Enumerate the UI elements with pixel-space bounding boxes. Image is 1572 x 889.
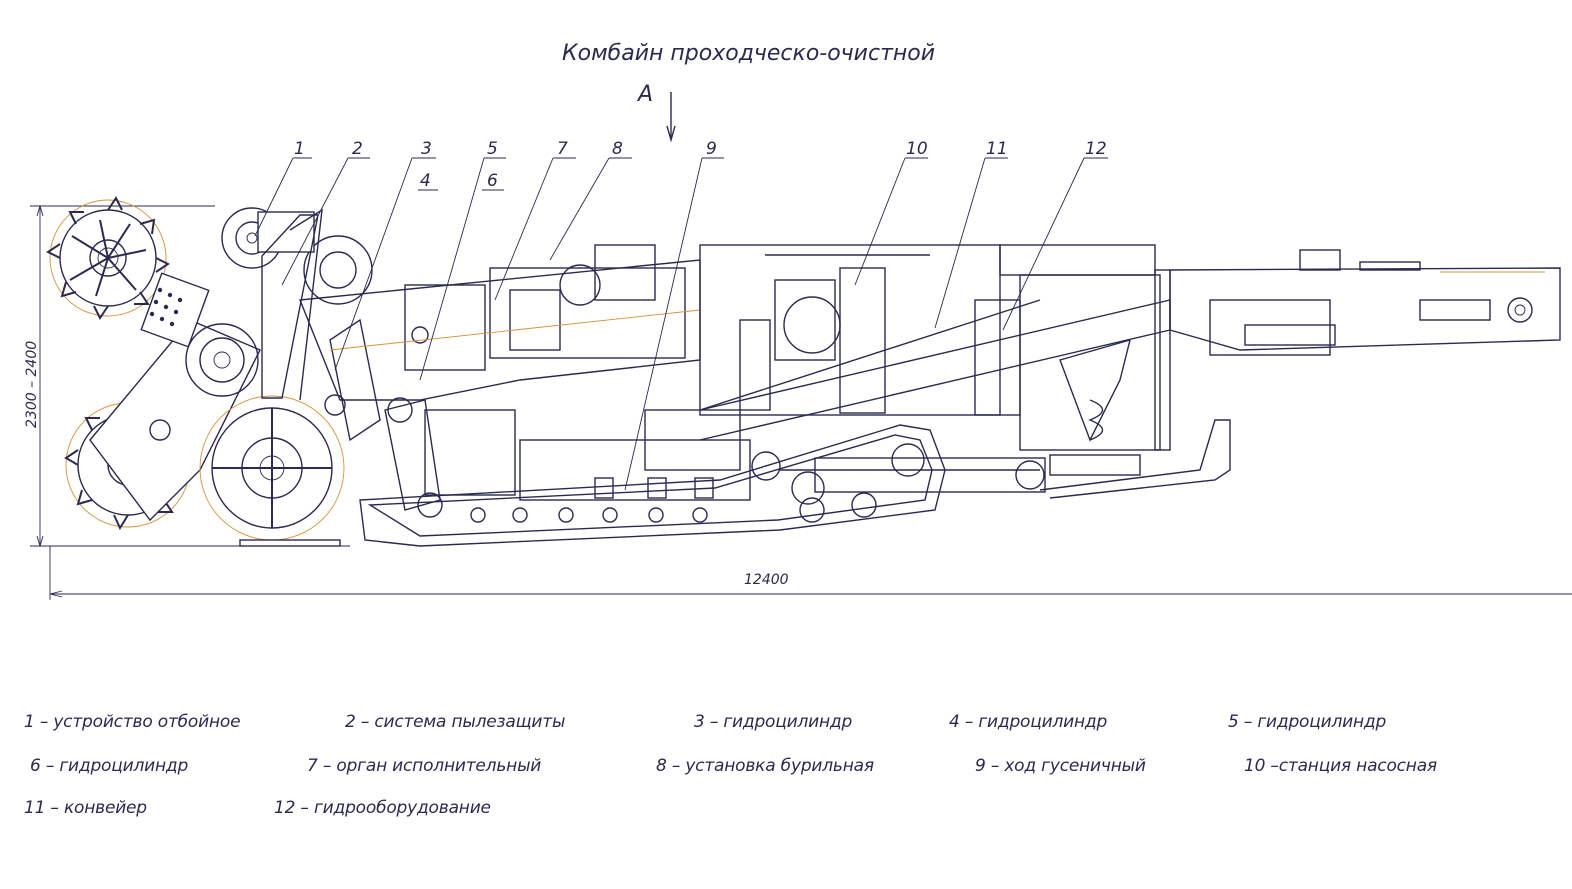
crawler-track bbox=[359, 409, 946, 547]
legend: 1 – устройство отбойное 2 – система пыле… bbox=[0, 700, 1572, 840]
machine-body bbox=[299, 244, 701, 518]
legend-item-3: 3 – гидроцилиндр bbox=[694, 712, 853, 732]
drawing-title: Комбайн проходческо-очистной bbox=[562, 41, 935, 66]
legend-item-12: 12 – гидрооборудование bbox=[274, 798, 491, 818]
legend-item-2: 2 – система пылезащиты bbox=[345, 712, 566, 732]
callout-3: 3 bbox=[421, 139, 432, 159]
callout-9: 9 bbox=[706, 139, 717, 159]
callout-12: 12 bbox=[1085, 139, 1107, 159]
tail-conveyor bbox=[1169, 249, 1561, 356]
callout-10: 10 bbox=[906, 139, 928, 159]
callout-4: 4 bbox=[420, 171, 431, 191]
length-dimension-label: 12400 bbox=[744, 572, 789, 588]
legend-item-6: 6 – гидроцилиндр bbox=[30, 756, 189, 776]
callout-1: 1 bbox=[294, 139, 305, 159]
hydraulic-equipment bbox=[974, 244, 1171, 451]
callout-7: 7 bbox=[557, 139, 568, 159]
length-dimension bbox=[49, 546, 1572, 600]
legend-item-8: 8 – установка бурильная bbox=[656, 756, 874, 776]
upper-cutter-drum bbox=[46, 196, 170, 320]
view-arrow-icon bbox=[666, 92, 676, 143]
legend-item-9: 9 – ход гусеничный bbox=[975, 756, 1146, 776]
breaking-device bbox=[221, 207, 373, 401]
height-dimension-label: 2300 – 2400 bbox=[24, 341, 40, 428]
view-label: А bbox=[636, 82, 653, 107]
callout-6: 6 bbox=[487, 171, 498, 191]
central-cutter-wheel bbox=[199, 395, 345, 547]
callout-5: 5 bbox=[487, 139, 498, 159]
callout-leaders bbox=[254, 157, 1108, 491]
legend-item-4: 4 – гидроцилиндр bbox=[949, 712, 1108, 732]
legend-item-7: 7 – орган исполнительный bbox=[307, 756, 542, 776]
callout-11: 11 bbox=[986, 139, 1008, 159]
pump-station bbox=[699, 244, 1041, 416]
legend-item-10: 10 –станция насосная bbox=[1244, 756, 1437, 776]
cutter-boom bbox=[89, 272, 261, 522]
callout-2: 2 bbox=[352, 139, 363, 159]
legend-item-1: 1 – устройство отбойное bbox=[24, 712, 241, 732]
callout-8: 8 bbox=[612, 139, 623, 159]
legend-item-11: 11 – конвейер bbox=[24, 798, 147, 818]
legend-item-5: 5 – гидроцилиндр bbox=[1228, 712, 1387, 732]
